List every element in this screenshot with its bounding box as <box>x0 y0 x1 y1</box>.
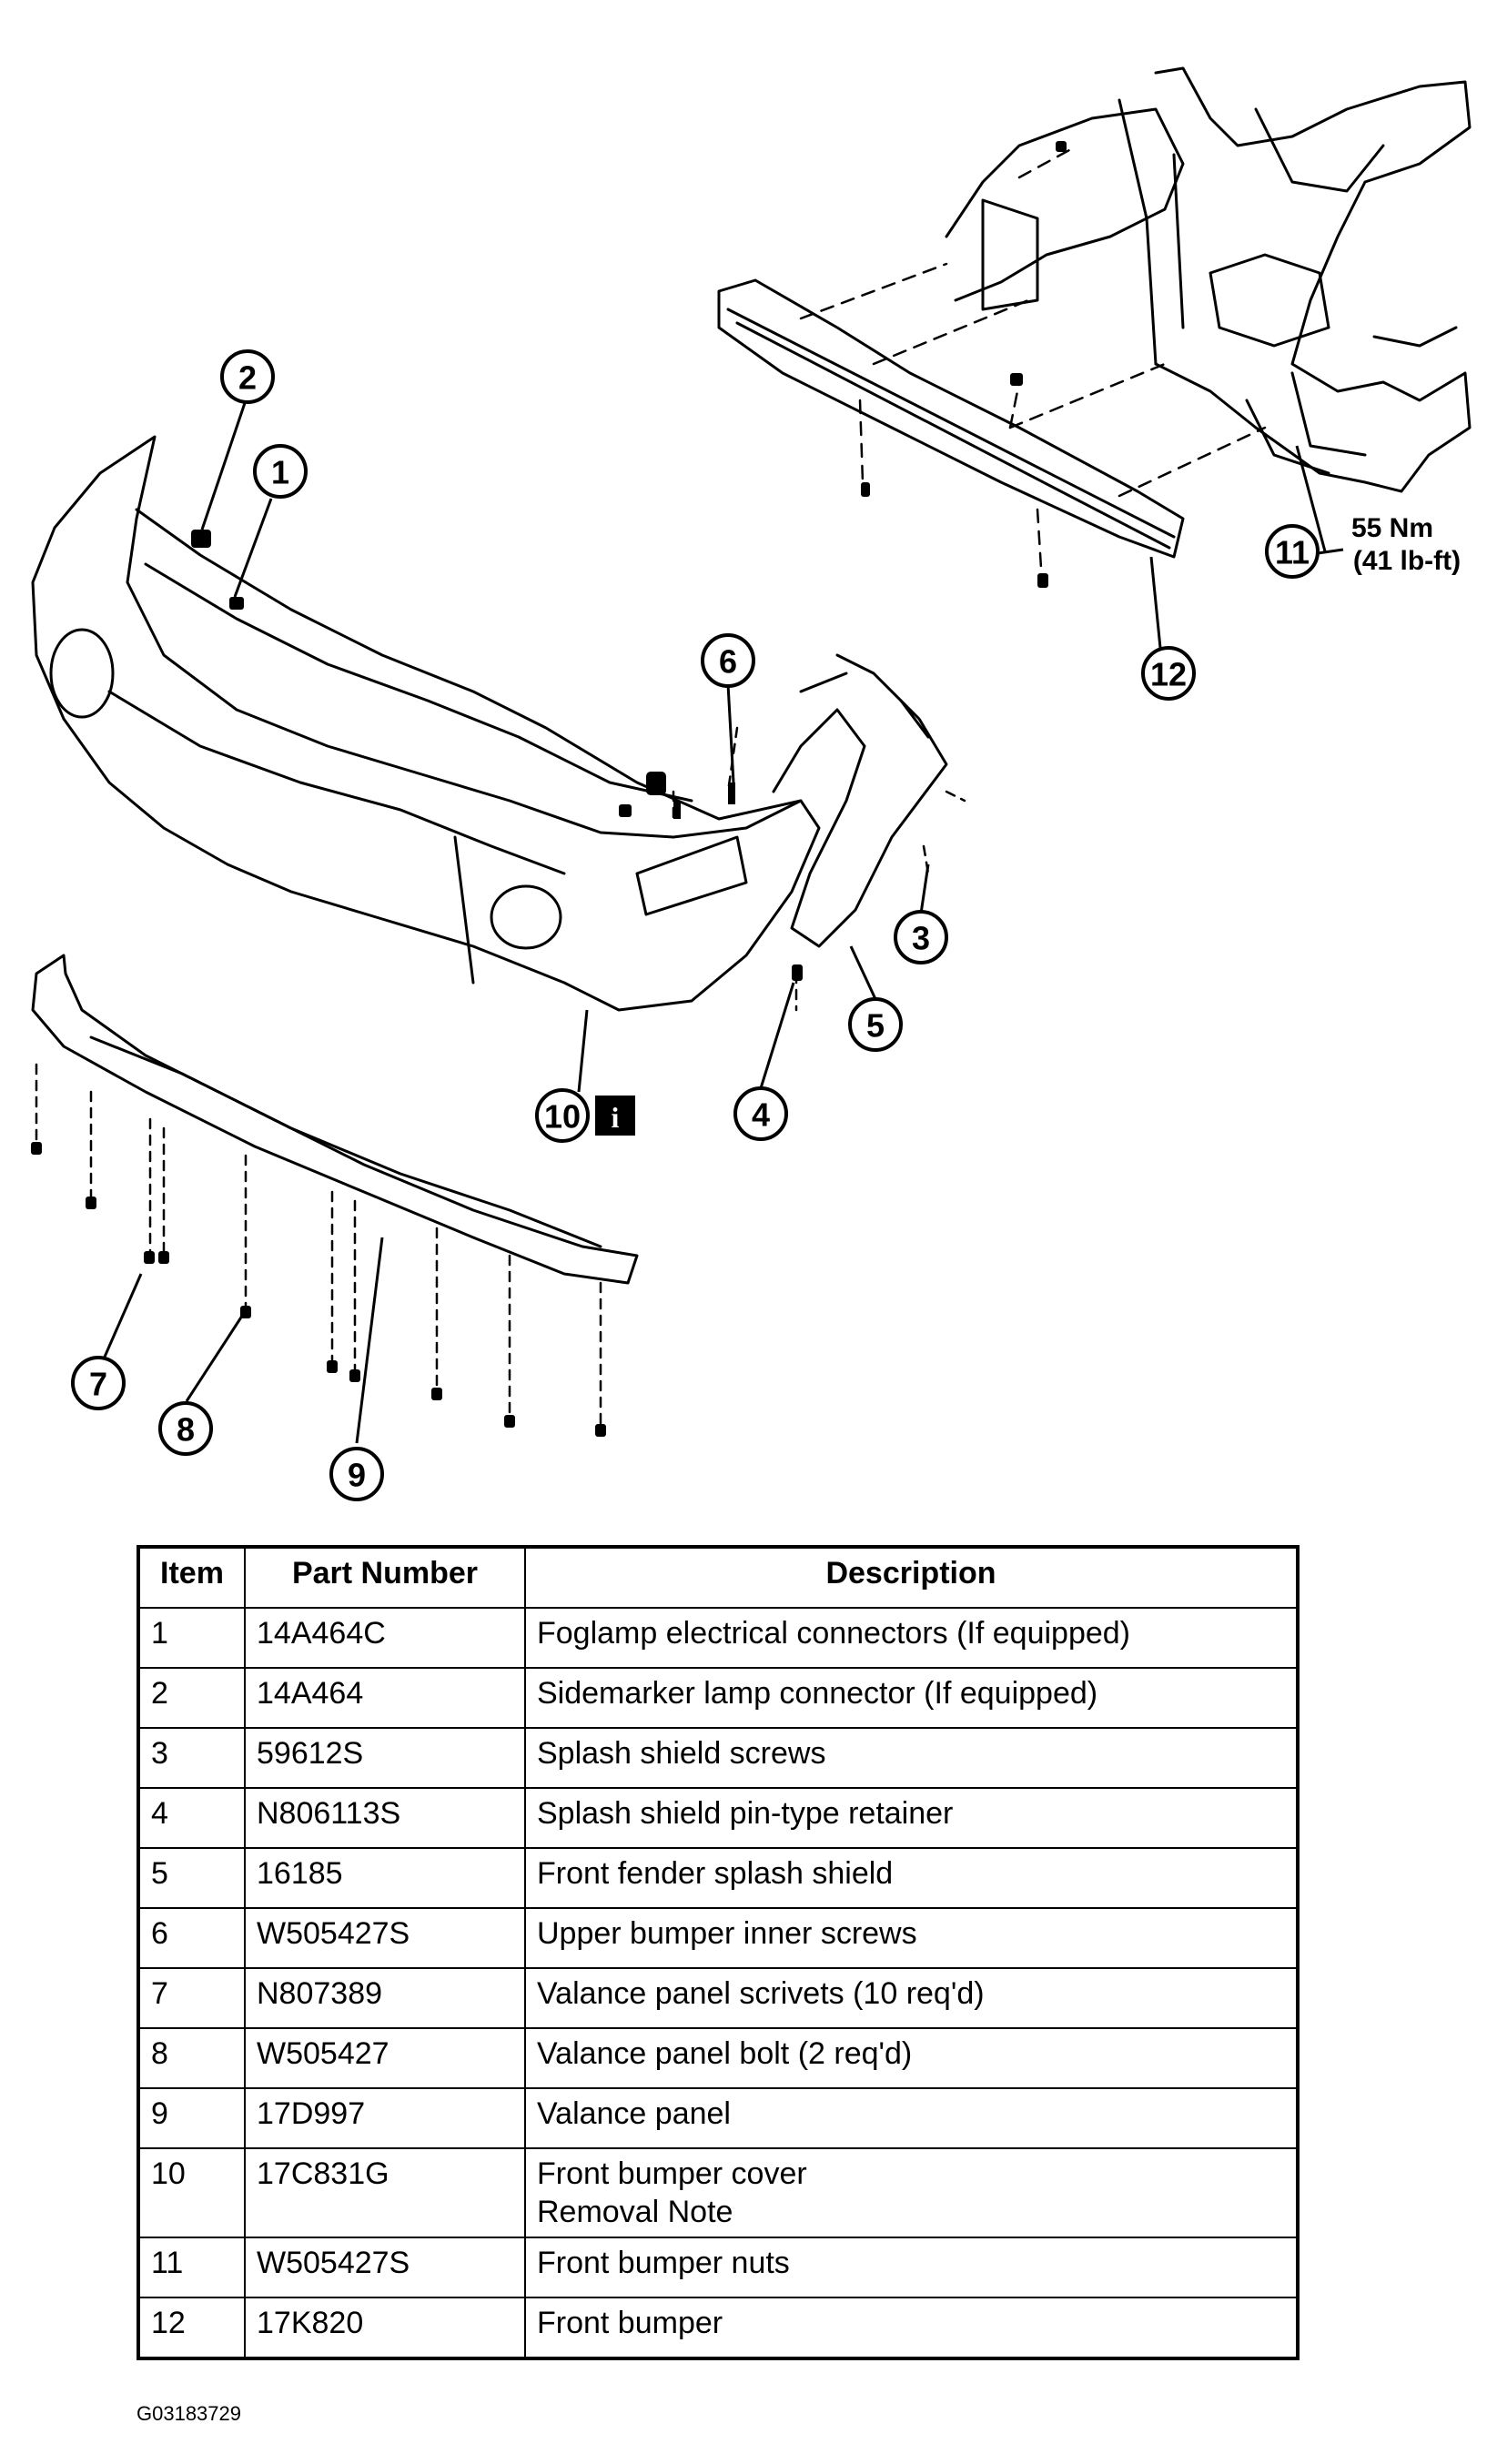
cell-description: Valance panel scrivets (10 req'd) <box>524 1967 1299 2029</box>
info-icon: i <box>595 1096 635 1136</box>
torque-metric: 55 Nm <box>1351 513 1433 543</box>
cell-part-number: 59612S <box>244 1727 526 1789</box>
header-description: Description <box>524 1546 1299 1609</box>
callout-10: 10 <box>544 1098 581 1136</box>
cell-part-number: N806113S <box>244 1787 526 1849</box>
cell-part-number: 14A464C <box>244 1607 526 1669</box>
vehicle-frame <box>945 66 1472 493</box>
cell-item: 4 <box>137 1787 246 1849</box>
callout-5: 5 <box>866 1007 885 1045</box>
cell-part-number: 14A464 <box>244 1667 526 1729</box>
fasteners <box>31 141 1067 1437</box>
cell-part-number: W505427 <box>244 2027 526 2089</box>
cell-description: Front bumper cover Removal Note <box>524 2147 1299 2238</box>
table-row: 9 17D997 Valance panel <box>137 2087 1299 2149</box>
table-row: 6 W505427S Upper bumper inner screws <box>137 1907 1299 1969</box>
cell-item: 10 <box>137 2147 246 2238</box>
cell-item: 9 <box>137 2087 246 2149</box>
cell-part-number: 16185 <box>244 1847 526 1909</box>
cell-description: Front fender splash shield <box>524 1847 1299 1909</box>
callout-11: 11 <box>1275 534 1310 571</box>
table-row: 7 N807389 Valance panel scrivets (10 req… <box>137 1967 1299 2029</box>
cell-item: 12 <box>137 2297 246 2359</box>
callout-7: 7 <box>89 1366 107 1403</box>
callout-12: 12 <box>1150 656 1187 693</box>
table-row: 2 14A464 Sidemarker lamp connector (If e… <box>137 1667 1299 1729</box>
callout-8: 8 <box>177 1411 195 1449</box>
header-part-number: Part Number <box>244 1546 526 1609</box>
cell-part-number: 17C831G <box>244 2147 526 2238</box>
cell-item: 1 <box>137 1607 246 1669</box>
cell-description: Upper bumper inner screws <box>524 1907 1299 1969</box>
table-row: 12 17K820 Front bumper <box>137 2297 1299 2359</box>
front-bumper-cover <box>31 435 821 1012</box>
description-text: Front bumper cover <box>537 2156 807 2191</box>
exploded-diagram: 1 2 3 4 5 6 7 8 9 10 11 12 i 55 Nm (41 l… <box>31 66 1472 1501</box>
callout-leaders <box>100 399 1327 1444</box>
callout-6: 6 <box>719 643 737 681</box>
cell-part-number: N807389 <box>244 1967 526 2029</box>
table-header-row: Item Part Number Description <box>137 1546 1299 1609</box>
callout-1: 1 <box>271 454 289 491</box>
cell-item: 11 <box>137 2237 246 2298</box>
cell-description: Valance panel <box>524 2087 1299 2149</box>
front-bumper-beam <box>717 278 1185 559</box>
cell-description: Valance panel bolt (2 req'd) <box>524 2027 1299 2089</box>
cell-description: Sidemarker lamp connector (If equipped) <box>524 1667 1299 1729</box>
removal-note-link[interactable]: Removal Note <box>537 2195 733 2229</box>
valance-panel <box>31 954 639 1285</box>
fender-splash-shield <box>772 653 948 948</box>
fastener-lines <box>35 726 966 1430</box>
cell-description: Front bumper <box>524 2297 1299 2359</box>
callout-circles <box>71 349 1320 1501</box>
table-row: 3 59612S Splash shield screws <box>137 1727 1299 1789</box>
callout-2: 2 <box>238 359 257 397</box>
cell-item: 8 <box>137 2027 246 2089</box>
info-icon-glyph: i <box>612 1101 620 1134</box>
callout-4: 4 <box>752 1096 770 1134</box>
table-row: 1 14A464C Foglamp electrical connectors … <box>137 1607 1299 1669</box>
cell-part-number: W505427S <box>244 2237 526 2298</box>
cell-item: 6 <box>137 1907 246 1969</box>
cell-item: 7 <box>137 1967 246 2029</box>
explode-lines <box>799 148 1267 584</box>
cell-part-number: 17K820 <box>244 2297 526 2359</box>
cell-item: 2 <box>137 1667 246 1729</box>
cell-description: Front bumper nuts <box>524 2237 1299 2298</box>
table-row: 10 17C831G Front bumper cover Removal No… <box>137 2147 1299 2238</box>
callout-3: 3 <box>912 920 930 957</box>
parts-table: Item Part Number Description 1 14A464C F… <box>137 1545 1300 2360</box>
cell-description: Splash shield pin-type retainer <box>524 1787 1299 1849</box>
cell-part-number: 17D997 <box>244 2087 526 2149</box>
table-row: 5 16185 Front fender splash shield <box>137 1847 1299 1909</box>
header-item: Item <box>137 1546 246 1609</box>
table-row: 11 W505427S Front bumper nuts <box>137 2237 1299 2298</box>
torque-imperial: (41 lb-ft) <box>1353 546 1461 576</box>
callout-9: 9 <box>348 1457 366 1494</box>
cell-part-number: W505427S <box>244 1907 526 1969</box>
cell-description: Splash shield screws <box>524 1727 1299 1789</box>
cell-item: 3 <box>137 1727 246 1789</box>
table-row: 8 W505427 Valance panel bolt (2 req'd) <box>137 2027 1299 2089</box>
cell-item: 5 <box>137 1847 246 1909</box>
cell-description: Foglamp electrical connectors (If equipp… <box>524 1607 1299 1669</box>
table-row: 4 N806113S Splash shield pin-type retain… <box>137 1787 1299 1849</box>
figure-code: G03183729 <box>137 2402 241 2425</box>
